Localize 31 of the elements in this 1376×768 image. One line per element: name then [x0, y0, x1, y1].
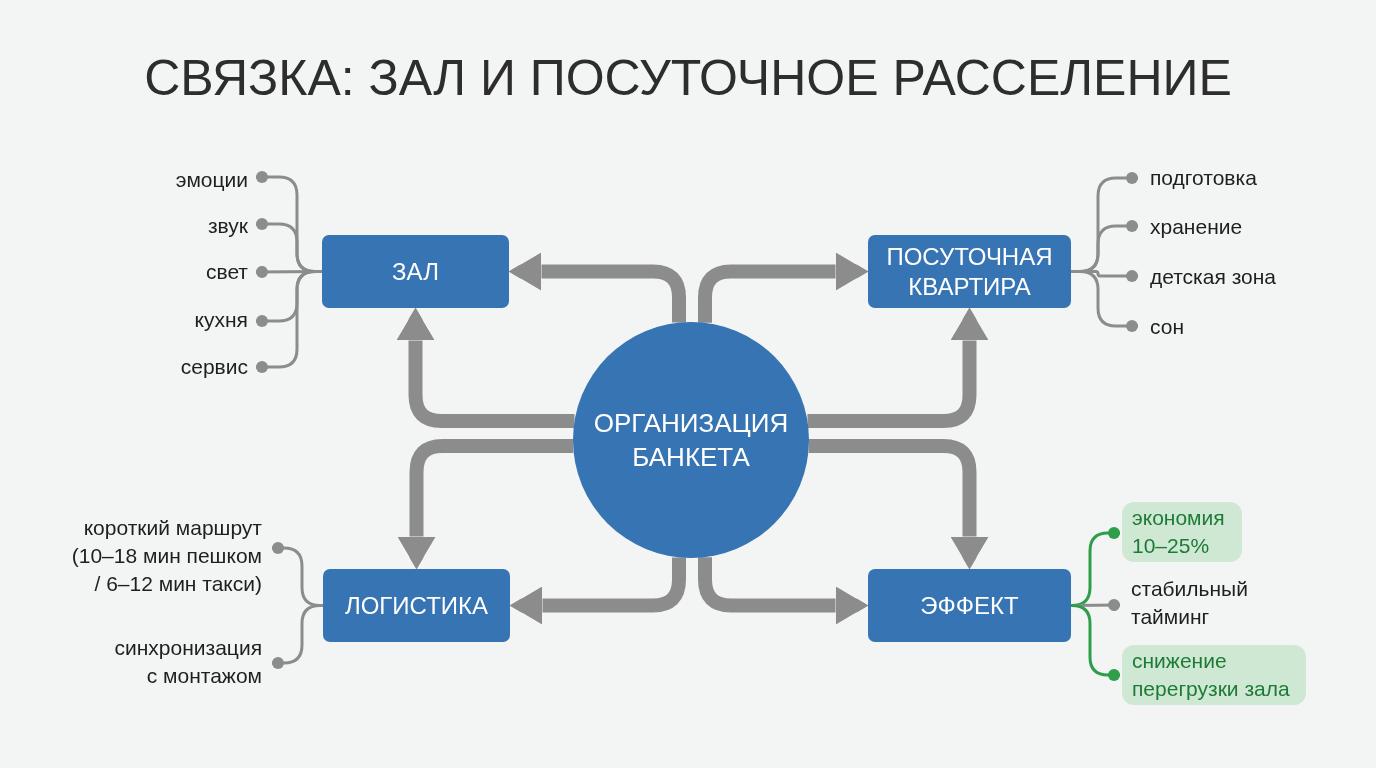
branch-label: сон: [1150, 313, 1184, 341]
topic-box: ЭФФЕКТ: [868, 569, 1071, 642]
branch-label: звук: [208, 212, 248, 240]
branch-label: стабильный тайминг: [1131, 575, 1255, 631]
diagram-title: СВЯЗКА: ЗАЛ И ПОСУТОЧНОЕ РАССЕЛЕНИЕ: [144, 49, 1232, 108]
central-circle: ОРГАНИЗАЦИЯ БАНКЕТА: [573, 322, 809, 558]
branch-label: синхронизация с монтажом: [106, 634, 262, 690]
highlighted-label: экономия 10–25%: [1122, 502, 1242, 562]
topic-box: ЗАЛ: [322, 235, 509, 308]
arrow: [397, 439, 574, 569]
branch-connector: [1070, 604, 1120, 681]
arrow: [807, 308, 989, 428]
branch-connector: [256, 270, 322, 373]
branch-label: короткий маршрут (10–18 мин пешком / 6–12 мин такси): [69, 514, 262, 598]
arrow: [698, 557, 868, 625]
branch-label: кухня: [194, 306, 248, 334]
branch-label: хранение: [1150, 213, 1243, 241]
arrow: [808, 439, 989, 569]
highlighted-label: снижение перегрузки зала: [1122, 645, 1306, 705]
arrow: [396, 308, 575, 428]
topic-box: ЛОГИСТИКА: [323, 569, 510, 642]
branch-label: сервис: [180, 353, 248, 381]
branch-label: свет: [205, 258, 248, 286]
arrow: [698, 252, 868, 323]
branch-label: подготовка: [1150, 164, 1257, 192]
branch-label: детская зона: [1150, 263, 1276, 291]
branch-connector: [1071, 270, 1138, 332]
arrow: [509, 252, 686, 323]
arrow: [510, 557, 686, 625]
topic-box: ПОСУТОЧНАЯ КВАРТИРА: [868, 235, 1071, 308]
branch-label: эмоции: [175, 166, 248, 194]
